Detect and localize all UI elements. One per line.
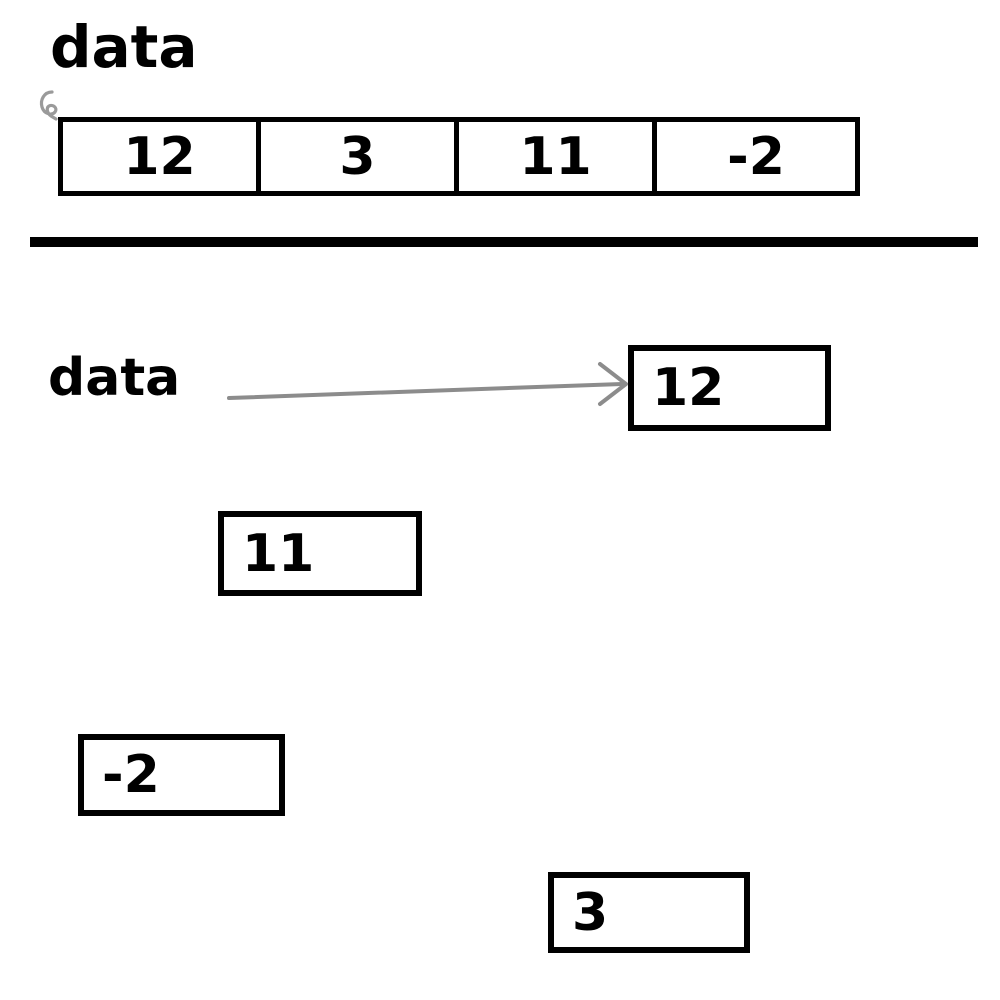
pointer-label-data: data — [48, 348, 181, 408]
array-container: 12 3 11 -2 — [58, 117, 860, 196]
node-box: 12 — [628, 345, 831, 431]
node-box: 3 — [548, 872, 750, 953]
section-divider — [30, 237, 978, 247]
pointer-arrow-icon — [227, 362, 628, 406]
array-cell: 12 — [63, 122, 261, 191]
node-box: 11 — [218, 511, 422, 596]
array-label-data: data — [50, 13, 198, 81]
node-box: -2 — [78, 734, 285, 816]
array-cell: 3 — [261, 122, 459, 191]
squiggle-tail-icon — [39, 90, 58, 121]
array-cell: 11 — [459, 122, 657, 191]
array-cell: -2 — [657, 122, 855, 191]
